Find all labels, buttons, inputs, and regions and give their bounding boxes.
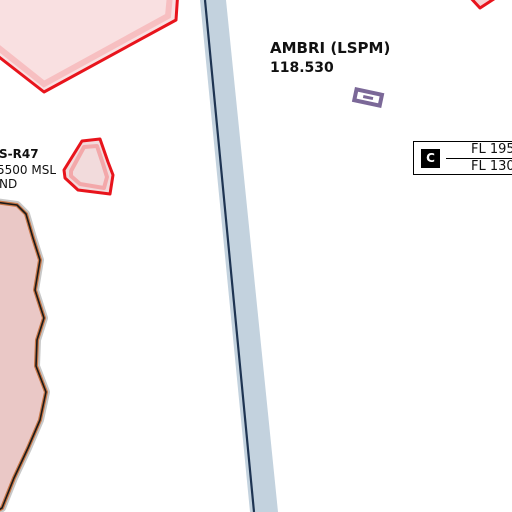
road-line <box>203 0 256 512</box>
restricted-area-top-inner <box>0 0 173 88</box>
terrain-area-outline <box>0 201 47 511</box>
restricted-area-s-r47-inner <box>69 144 109 190</box>
restricted-area-top <box>0 0 179 94</box>
airspace-divider-line <box>446 158 512 159</box>
restricted-area-top-right <box>470 0 496 10</box>
airport-runway-icon[interactable] <box>351 87 385 108</box>
airspace-class-badge: C <box>421 149 440 168</box>
restricted-area-name: S-R47 <box>0 147 39 161</box>
airport-name-label[interactable]: AMBRI (LSPM) <box>270 39 391 57</box>
airport-frequency-label: 118.530 <box>270 60 334 76</box>
river-band <box>200 0 278 512</box>
airspace-lower-limit: FL 130 <box>471 159 512 174</box>
restricted-area-lower-limit: ND <box>0 177 18 191</box>
airspace-upper-limit: FL 195 <box>471 142 512 157</box>
restricted-area-upper-limit: 5500 MSL <box>0 163 57 177</box>
airspace-class-box[interactable]: C FL 195 FL 130 <box>413 141 512 175</box>
